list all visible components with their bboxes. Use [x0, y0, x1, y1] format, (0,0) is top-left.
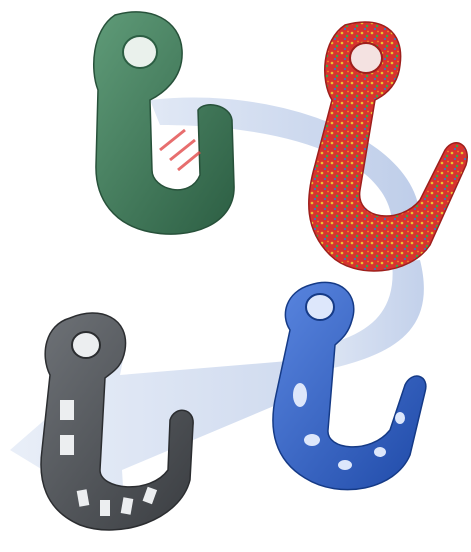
hook-topology-optimization-icon	[309, 22, 467, 271]
